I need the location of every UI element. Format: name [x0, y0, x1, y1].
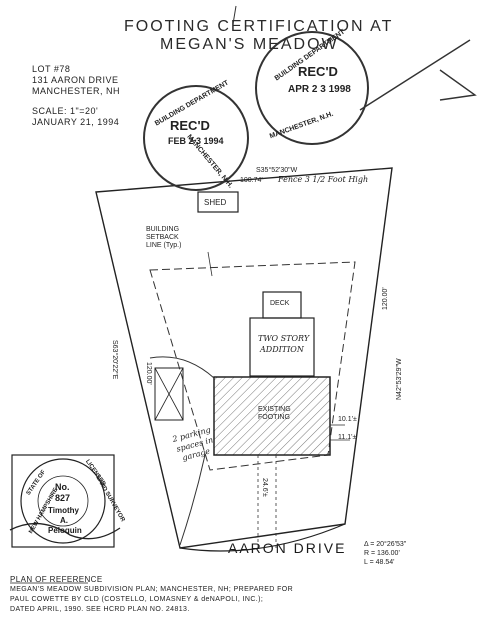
reference-line-2: PAUL COWETTE BY CLD (COSTELLO, LOMASNEY …	[10, 596, 264, 603]
reference-line-3: DATED APRIL, 1990. SEE HCRD PLAN NO. 248…	[10, 606, 190, 613]
distance-top: 100.74'	[240, 177, 263, 184]
lot-date: JANUARY 21, 1994	[32, 117, 120, 127]
curve-delta: Δ = 20°26'53"	[364, 541, 407, 548]
stamp-2-date: APR 2 3 1998	[288, 84, 351, 95]
seal-number-label: No.	[55, 482, 70, 492]
street-name: AARON DRIVE	[228, 540, 347, 556]
dim-a: 10.1'±	[338, 416, 357, 423]
dim-b: 11.1'±	[338, 434, 357, 441]
seal-license: 827	[55, 493, 71, 503]
stamp-2-recd: REC'D	[298, 64, 338, 79]
setback-label-1: BUILDING	[146, 226, 180, 233]
setback-label-3: LINE (Typ.)	[146, 242, 182, 249]
front-curve	[179, 523, 346, 552]
existing-label-1: EXISTING	[258, 406, 291, 413]
existing-label-2: FOOTING	[258, 414, 290, 421]
deck-label: DECK	[270, 300, 290, 307]
addition-label-1: TWO STORY	[258, 334, 310, 343]
reference-heading: PLAN OF REFERENCE	[10, 575, 103, 584]
left-distance: 120.00'	[145, 362, 152, 385]
curve-radius: R = 136.00'	[364, 550, 400, 557]
addition-outline	[249, 317, 315, 377]
garage-box	[154, 367, 184, 421]
lot-number: LOT #78	[32, 64, 71, 74]
surveyor-seal-box	[11, 454, 115, 548]
top-tick-mark	[232, 5, 237, 25]
seal-name-3: Peloquin	[48, 526, 82, 535]
title-line-1: FOOTING CERTIFICATION AT	[124, 18, 394, 35]
driveway	[149, 356, 215, 546]
title-line-2: MEGAN'S MEADOW	[160, 36, 339, 53]
setback-label-2: SETBACK	[146, 234, 179, 241]
seal-name-1: Timothy	[48, 506, 79, 515]
setback-leader	[207, 251, 213, 277]
stamp-1-circle	[143, 85, 249, 191]
lot-address: 131 AARON DRIVE	[32, 75, 119, 85]
existing-footing	[213, 376, 331, 456]
lot-city: MANCHESTER, NH	[32, 86, 121, 96]
lot-boundary	[95, 167, 393, 549]
shed-label: SHED	[204, 198, 227, 207]
addition-label-2: ADDITION	[260, 345, 304, 354]
shed-outline	[197, 191, 239, 213]
right-bearing: N42°53'29"W	[396, 358, 403, 400]
fence-note: Fence 3 1/2 Foot High	[278, 175, 369, 184]
reference-line-1: MEGAN'S MEADOW SUBDIVISION PLAN; MANCHES…	[10, 586, 294, 593]
north-arrow	[359, 39, 477, 111]
stamp-1-date: FEB 2 3 1994	[168, 136, 224, 146]
seal-name-2: A.	[60, 516, 68, 525]
curve-length: L = 48.54'	[364, 559, 395, 566]
lot-scale: SCALE: 1"=20'	[32, 106, 99, 116]
right-distance: 120.00'	[382, 287, 389, 310]
stamp-2-circle	[255, 31, 369, 145]
left-bearing: S63°20'22"E	[111, 340, 118, 380]
bearing-top: S35°52'30"W	[256, 167, 298, 174]
signature	[9, 522, 121, 540]
stamp-1-recd: REC'D	[170, 118, 210, 133]
dim-front: 24.6'±	[261, 478, 268, 497]
